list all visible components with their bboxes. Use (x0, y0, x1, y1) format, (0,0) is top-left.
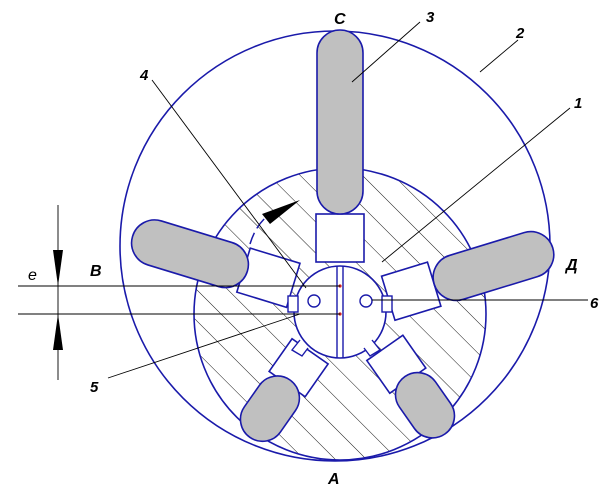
vane-top (315, 29, 365, 263)
callout-5: 5 (90, 379, 99, 396)
eccentricity-dimension (18, 205, 340, 380)
vane-left (130, 219, 301, 309)
pin-left (307, 294, 321, 308)
callout-2: 2 (515, 25, 525, 42)
pin-right (359, 294, 373, 308)
vane-bottom-right (365, 334, 456, 439)
vanes (130, 29, 555, 443)
vane-bottom-left (239, 337, 330, 443)
label-ecc: e (28, 267, 37, 284)
label-top: C (334, 11, 346, 28)
callout-4: 4 (139, 67, 149, 84)
label-left: B (90, 263, 102, 280)
label-bottom: A (327, 471, 340, 488)
rotation-arrow (249, 200, 300, 245)
callout-3: 3 (426, 9, 435, 26)
callout-1: 1 (574, 95, 582, 112)
label-right: Д (564, 257, 578, 274)
hub (287, 265, 393, 359)
leader-lines (107, 21, 588, 379)
callout-6: 6 (590, 295, 599, 312)
